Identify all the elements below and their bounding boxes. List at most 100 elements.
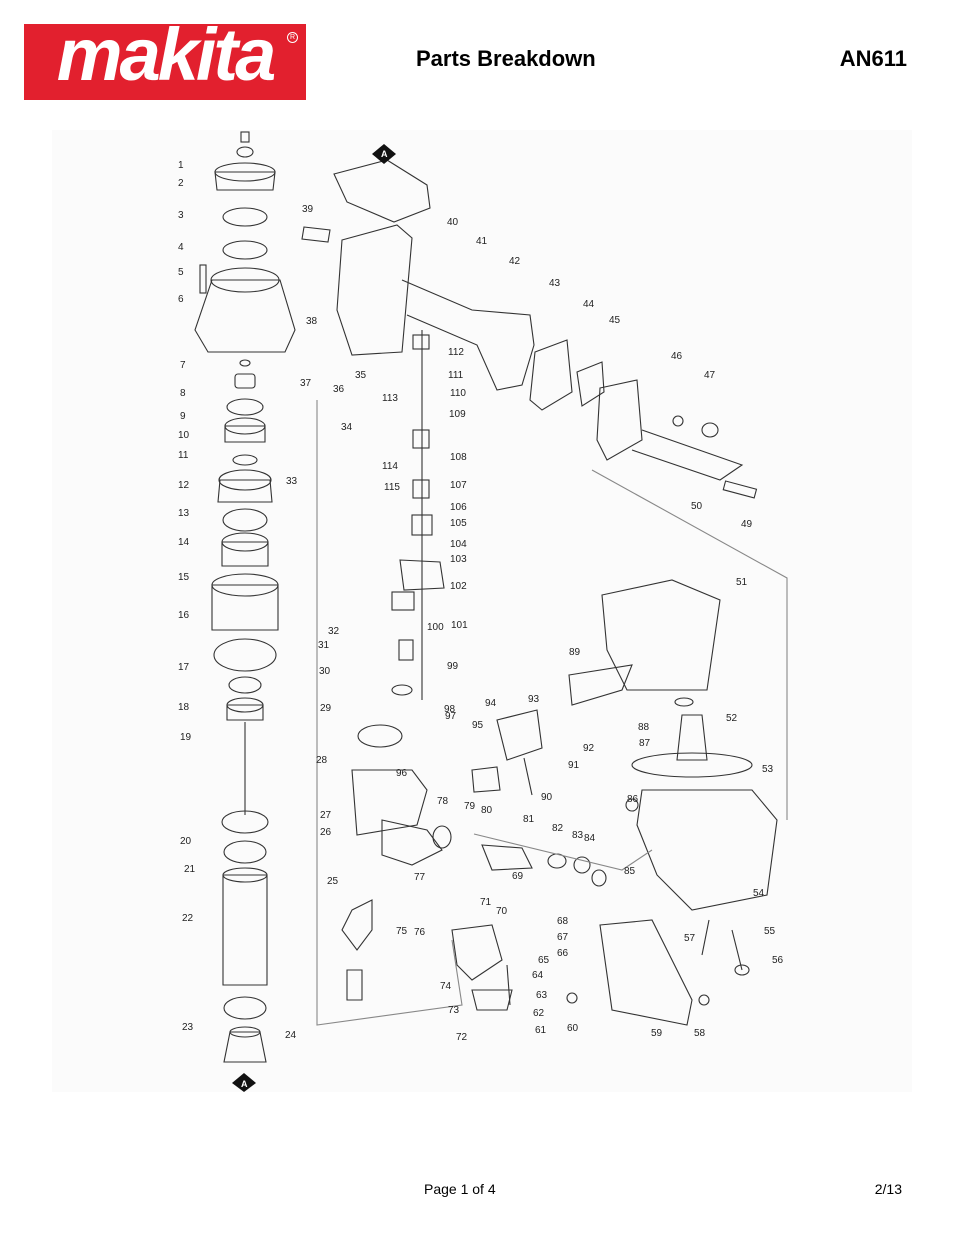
callout-71: 71 xyxy=(480,897,492,908)
callout-45: 45 xyxy=(609,315,621,326)
reference-marker-top: A xyxy=(372,144,396,164)
callout-91: 91 xyxy=(568,760,580,771)
callout-79: 79 xyxy=(464,801,476,812)
callout-36: 36 xyxy=(333,384,345,395)
callout-11: 11 xyxy=(178,450,189,461)
callout-20: 20 xyxy=(180,836,192,847)
exploded-view-drawing: A A 123456789101112131415161718192021222… xyxy=(178,131,788,1092)
callout-90: 90 xyxy=(541,792,553,803)
callout-16: 16 xyxy=(178,610,190,621)
callout-30: 30 xyxy=(319,666,331,677)
callout-5: 5 xyxy=(178,267,184,278)
callout-112: 112 xyxy=(448,347,464,358)
callout-49: 49 xyxy=(741,519,753,530)
callout-7: 7 xyxy=(180,360,186,371)
callout-32: 32 xyxy=(328,626,340,637)
callout-6: 6 xyxy=(178,294,184,305)
callout-61: 61 xyxy=(535,1025,547,1036)
callout-14: 14 xyxy=(178,537,190,548)
callout-12: 12 xyxy=(178,480,190,491)
callout-27: 27 xyxy=(320,810,332,821)
callout-77: 77 xyxy=(414,872,426,883)
callout-66: 66 xyxy=(557,948,569,959)
callout-109: 109 xyxy=(449,409,466,420)
callout-72: 72 xyxy=(456,1032,468,1043)
callout-93: 93 xyxy=(528,694,540,705)
callout-37: 37 xyxy=(300,378,312,389)
callout-92: 92 xyxy=(583,743,595,754)
model-number: AN611 xyxy=(839,46,907,71)
registered-mark-icon: R xyxy=(287,32,298,43)
callout-42: 42 xyxy=(509,256,521,267)
page-title: Parts Breakdown xyxy=(416,46,596,71)
svg-text:A: A xyxy=(241,1079,248,1089)
callout-105: 105 xyxy=(450,518,467,529)
callout-98: 98 xyxy=(444,704,456,715)
callout-106: 106 xyxy=(450,502,467,513)
callout-33: 33 xyxy=(286,476,298,487)
callout-43: 43 xyxy=(549,278,561,289)
callout-60: 60 xyxy=(567,1023,579,1034)
callout-76: 76 xyxy=(414,927,426,938)
callout-labels: 1234567891011121314151617181920212223242… xyxy=(178,160,784,1043)
callout-39: 39 xyxy=(302,204,314,215)
callout-88: 88 xyxy=(638,722,650,733)
callout-100: 100 xyxy=(427,622,444,633)
callout-95: 95 xyxy=(472,720,484,731)
callout-54: 54 xyxy=(753,888,765,899)
callout-23: 23 xyxy=(182,1022,194,1033)
callout-18: 18 xyxy=(178,702,190,713)
callout-19: 19 xyxy=(180,732,192,743)
callout-65: 65 xyxy=(538,955,550,966)
callout-82: 82 xyxy=(552,823,564,834)
callout-107: 107 xyxy=(450,480,467,491)
callout-84: 84 xyxy=(584,833,596,844)
callout-96: 96 xyxy=(396,768,408,779)
callout-38: 38 xyxy=(306,316,318,327)
callout-53: 53 xyxy=(762,764,774,775)
callout-25: 25 xyxy=(327,876,339,887)
callout-63: 63 xyxy=(536,990,548,1001)
callout-111: 111 xyxy=(448,370,464,381)
callout-108: 108 xyxy=(450,452,467,463)
callout-9: 9 xyxy=(180,411,186,422)
callout-29: 29 xyxy=(320,703,332,714)
callout-114: 114 xyxy=(382,461,398,472)
callout-51: 51 xyxy=(736,577,748,588)
callout-24: 24 xyxy=(285,1030,297,1041)
callout-97: 97 xyxy=(445,711,457,722)
callout-26: 26 xyxy=(320,827,332,838)
callout-73: 73 xyxy=(448,1005,460,1016)
callout-31: 31 xyxy=(318,640,330,651)
page-number: Page 1 of 4 xyxy=(424,1181,496,1197)
callout-89: 89 xyxy=(569,647,581,658)
callout-56: 56 xyxy=(772,955,784,966)
callout-67: 67 xyxy=(557,932,569,943)
callout-52: 52 xyxy=(726,713,738,724)
callout-40: 40 xyxy=(447,217,459,228)
callout-4: 4 xyxy=(178,242,184,253)
callout-70: 70 xyxy=(496,906,508,917)
callout-17: 17 xyxy=(178,662,190,673)
callout-113: 113 xyxy=(382,393,398,404)
callout-86: 86 xyxy=(627,794,639,805)
callout-75: 75 xyxy=(396,926,408,937)
callout-10: 10 xyxy=(178,430,190,441)
callout-22: 22 xyxy=(182,913,194,924)
callout-101: 101 xyxy=(451,620,468,631)
callout-55: 55 xyxy=(764,926,776,937)
callout-74: 74 xyxy=(440,981,452,992)
svg-text:A: A xyxy=(381,149,388,159)
callout-28: 28 xyxy=(316,755,328,766)
callout-47: 47 xyxy=(704,370,716,381)
callout-104: 104 xyxy=(450,539,467,550)
callout-99: 99 xyxy=(447,661,459,672)
callout-78: 78 xyxy=(437,796,449,807)
callout-102: 102 xyxy=(450,581,467,592)
callout-41: 41 xyxy=(476,236,488,247)
callout-58: 58 xyxy=(694,1028,706,1039)
callout-94: 94 xyxy=(485,698,497,709)
callout-8: 8 xyxy=(180,388,186,399)
callout-21: 21 xyxy=(184,864,196,875)
